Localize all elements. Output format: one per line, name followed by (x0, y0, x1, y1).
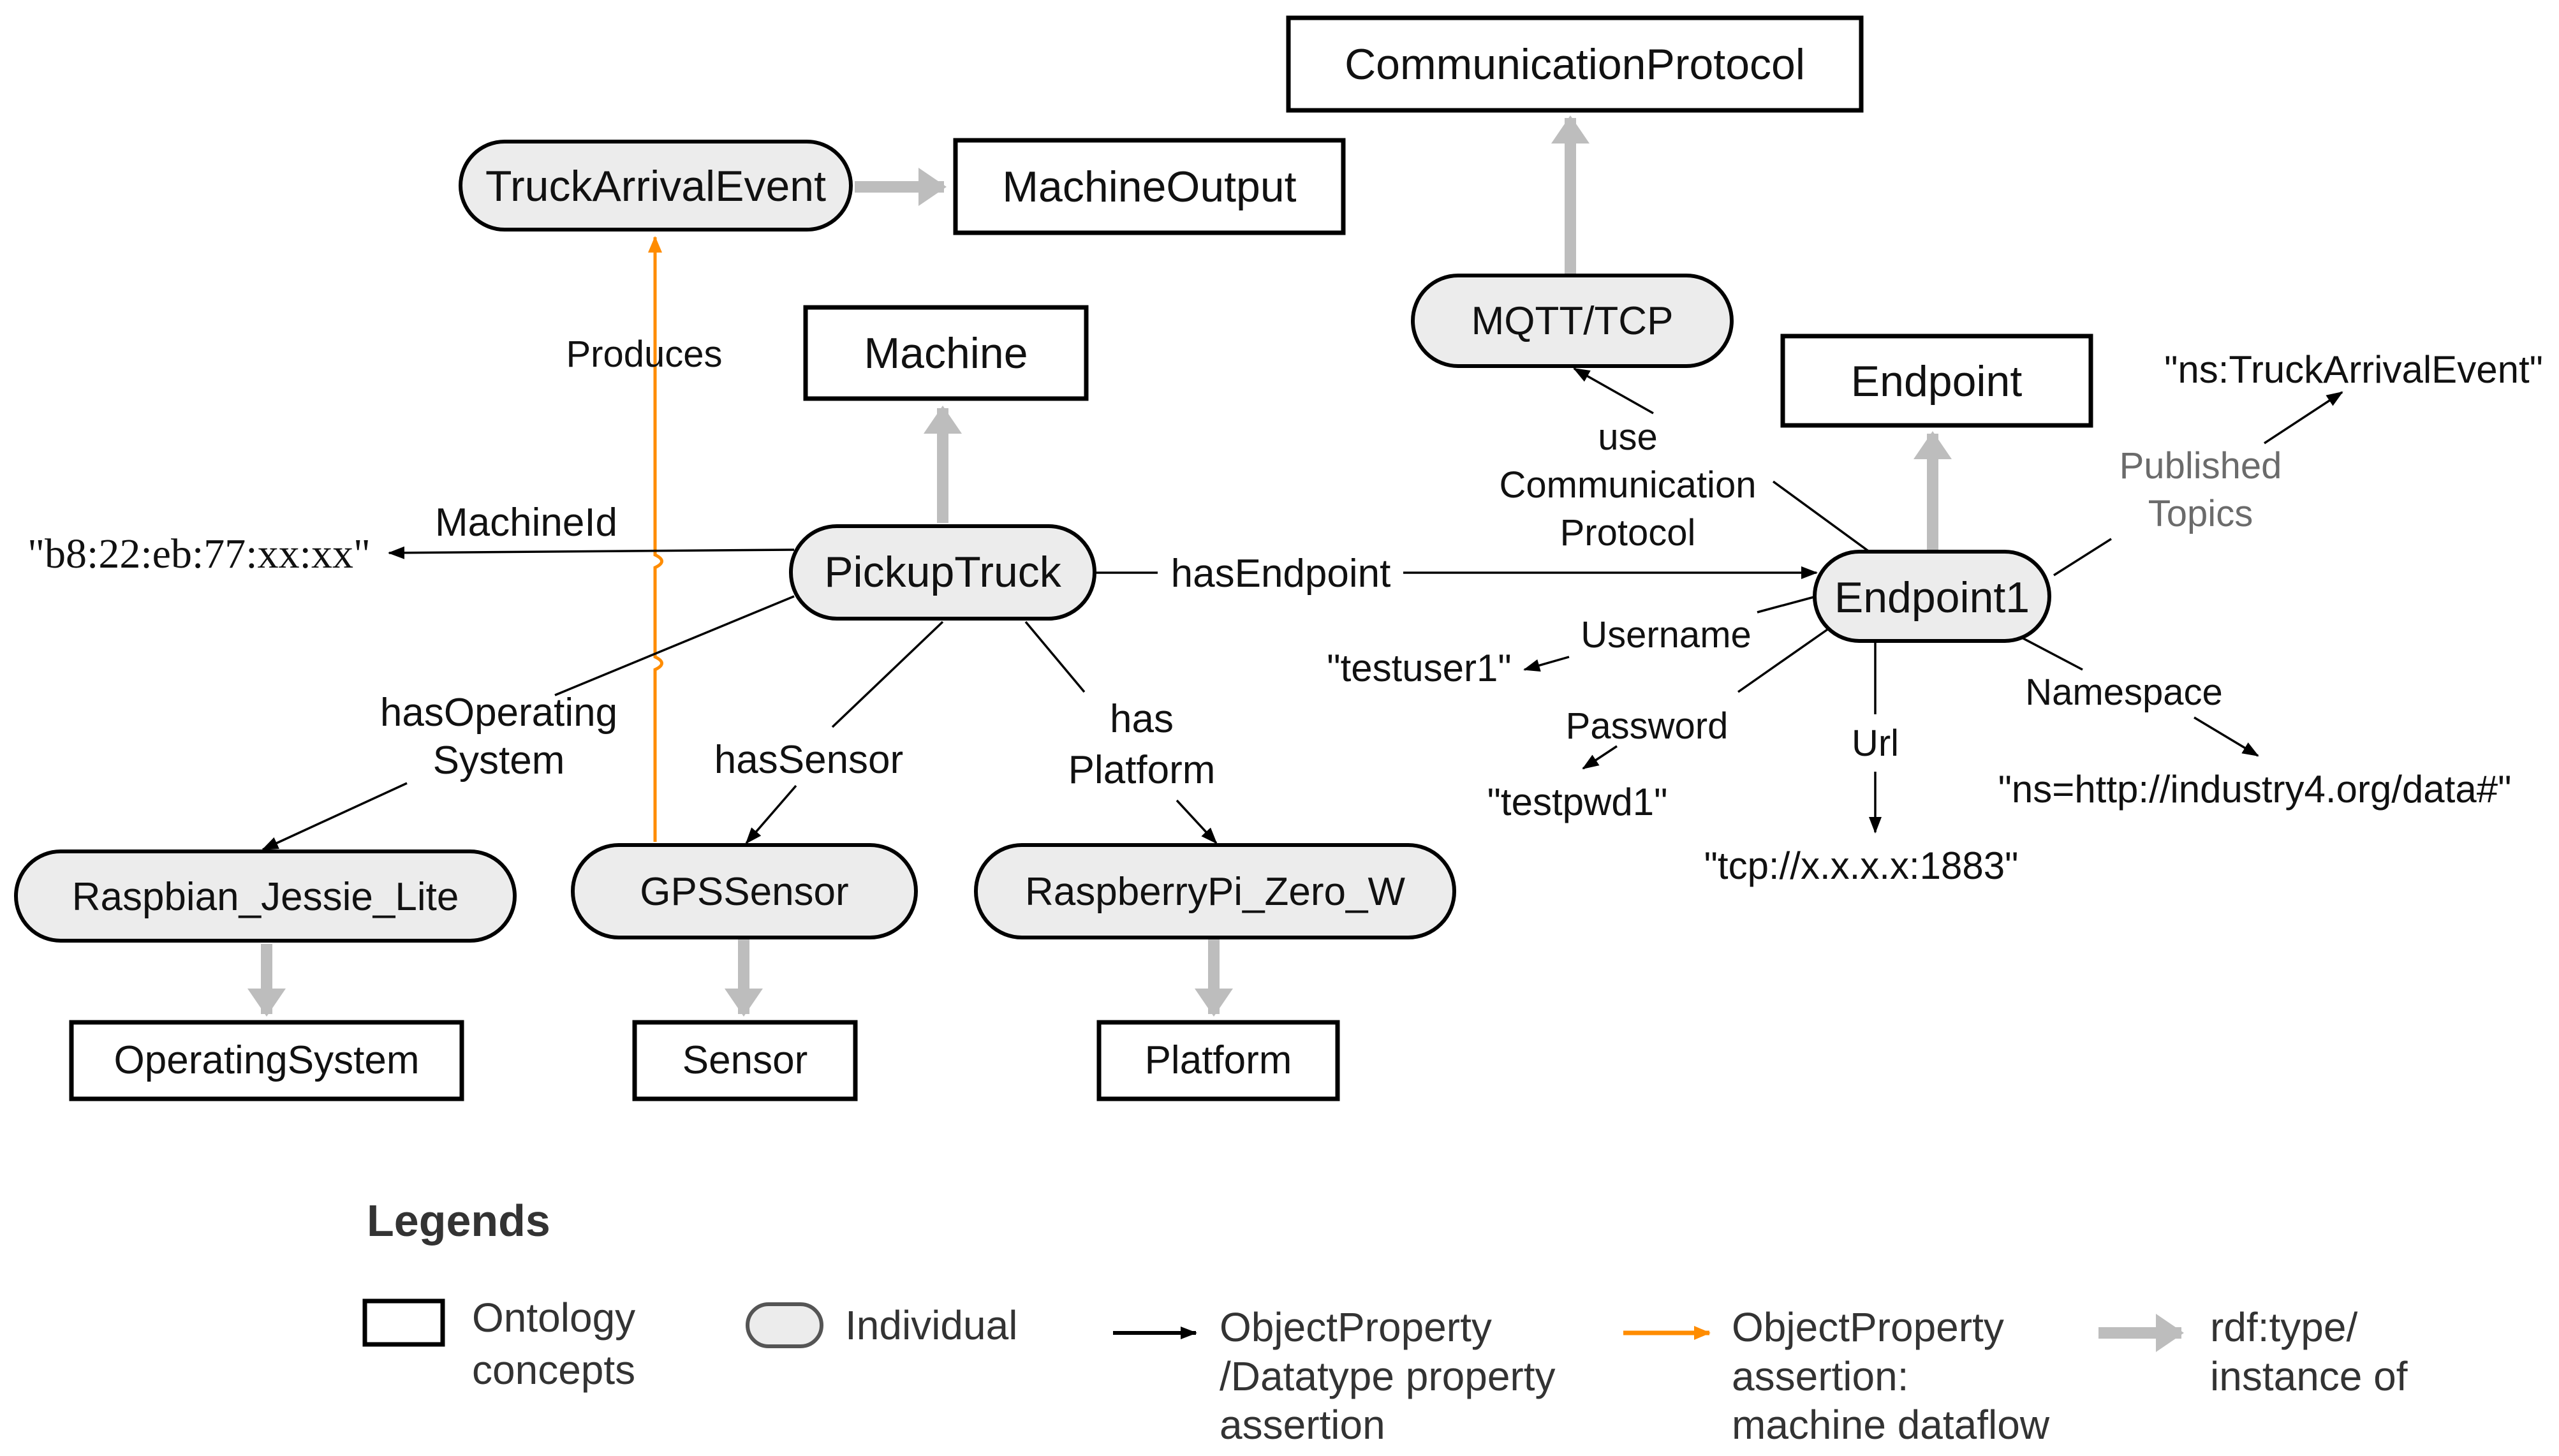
individual-raspbian: Raspbian_Jessie_Lite (72, 875, 459, 919)
label-hasplatform-1: has (1110, 697, 1174, 741)
legend-objectprop-2: /Datatype property (1220, 1353, 1556, 1399)
hassensor-line-a (831, 621, 944, 728)
concept-platform-box (1096, 1020, 1340, 1101)
individual-raspberrypi-shape (974, 843, 1456, 939)
hasos-line-a (554, 595, 795, 696)
label-password: Password (1566, 705, 1729, 747)
legend-concepts-1: Ontology (472, 1295, 635, 1341)
legend-individual-swatch (746, 1302, 823, 1348)
legend-concept-swatch (362, 1298, 445, 1347)
label-namespace: Namespace (2025, 672, 2222, 713)
edge-labels: Produces MachineId hasEndpoint use Commu… (380, 334, 2282, 792)
literal-namespace: "ns=http://industry4.org/data#" (1998, 768, 2512, 811)
concept-machineoutput: MachineOutput (1002, 163, 1296, 211)
literal-password: "testpwd1" (1487, 781, 1668, 823)
username-line-b (1523, 656, 1570, 672)
concept-operatingsystem: OperatingSystem (114, 1038, 420, 1082)
legend-rdftype-2: instance of (2210, 1353, 2408, 1399)
individuals: TruckArrivalEvent MQTT/TCP PickupTruck E… (14, 140, 2051, 943)
concept-sensor: Sensor (682, 1038, 808, 1082)
concept-communicationprotocol-box (1286, 15, 1864, 113)
label-usecomm-2: Communication (1500, 464, 1757, 506)
individual-gpssensor: GPSSensor (640, 870, 848, 914)
individual-pickuptruck: PickupTruck (824, 548, 1062, 596)
legend-rdftype-1: rdf:type/ (2210, 1304, 2357, 1350)
individual-mqtt-shape (1411, 274, 1734, 368)
type-arrows (247, 115, 1952, 1017)
label-publishedtopics-1: Published (2120, 445, 2282, 487)
concept-operatingsystem-box (69, 1020, 464, 1101)
property-lines (262, 367, 2343, 851)
label-hassensor: hasSensor (714, 738, 903, 782)
legend-concepts-2: concepts (472, 1347, 635, 1393)
label-hasplatform-2: Platform (1068, 748, 1216, 792)
namespace-line-a (2021, 636, 2083, 671)
namespace-line-b (2194, 716, 2259, 757)
hasos-line-b (262, 782, 408, 851)
concept-boxes: CommunicationProtocol MachineOutput Mach… (69, 15, 2093, 1101)
individual-endpoint1: Endpoint1 (1834, 573, 2030, 622)
legend-individual: Individual (845, 1302, 1017, 1348)
literal-url: "tcp://x.x.x.x:1883" (1704, 844, 2019, 887)
concept-machine-box (803, 305, 1089, 401)
literal-topic: "ns:TruckArrivalEvent" (2164, 348, 2543, 391)
legend-dataflow-3: machine dataflow (1732, 1402, 2050, 1448)
label-hasendpoint: hasEndpoint (1171, 552, 1391, 596)
legend: Legends Ontology concepts Individual Obj… (362, 1196, 2408, 1448)
hasplatform-line-b (1176, 799, 1218, 844)
hasplatform-line-a (1024, 621, 1086, 693)
label-hasos-2: System (433, 739, 565, 783)
concept-endpoint: Endpoint (1851, 357, 2023, 406)
label-publishedtopics-2: Topics (2148, 493, 2253, 534)
individual-raspbian-shape (14, 849, 517, 943)
label-usecomm-3: Protocol (1560, 512, 1696, 554)
label-hasos-1: hasOperating (380, 691, 617, 735)
topics-line-b (2264, 391, 2343, 445)
label-machineid: MachineId (435, 501, 617, 545)
topics-line-a (2053, 538, 2112, 577)
produces-line (648, 236, 663, 842)
concept-platform: Platform (1145, 1038, 1292, 1082)
label-username: Username (1581, 614, 1751, 656)
individual-gpssensor-shape (571, 843, 918, 939)
individual-endpoint1-shape (1813, 550, 2051, 643)
individual-mqtt: MQTT/TCP (1471, 299, 1674, 343)
username-line-a (1757, 595, 1817, 614)
literal-machineid: "b8:22:eb:77:xx:xx" (27, 531, 371, 577)
usecomm-line-a (1772, 480, 1871, 554)
legend-dataflow-1: ObjectProperty (1732, 1304, 2004, 1350)
literal-values: "b8:22:eb:77:xx:xx" "testuser1" "testpwd… (27, 348, 2543, 887)
concept-machineoutput-box (953, 138, 1346, 235)
machineid-line (388, 546, 795, 559)
concept-communicationprotocol: CommunicationProtocol (1345, 40, 1805, 89)
concept-machine: Machine (864, 329, 1028, 378)
individual-raspberrypi: RaspberryPi_Zero_W (1025, 870, 1406, 914)
legend-objectprop-3: assertion (1220, 1402, 1385, 1448)
individual-truckarrivalevent: TruckArrivalEvent (485, 162, 826, 210)
individual-truckarrivalevent-shape (459, 140, 853, 232)
password-line-a (1737, 627, 1831, 693)
usecomm-line-b (1573, 367, 1654, 415)
literal-username: "testuser1" (1327, 647, 1511, 689)
password-line-b (1582, 745, 1618, 770)
individual-pickuptruck-shape (789, 524, 1096, 621)
legend-title: Legends (367, 1196, 550, 1246)
label-url: Url (1852, 723, 1899, 764)
hassensor-line-b (745, 784, 797, 844)
produces-edge (648, 236, 663, 842)
legend-dataflow-2: assertion: (1732, 1353, 1908, 1399)
legend-objectprop-1: ObjectProperty (1220, 1304, 1492, 1350)
concept-endpoint-box (1780, 334, 2093, 428)
concept-sensor-box (632, 1020, 858, 1101)
label-produces: Produces (566, 334, 722, 375)
label-usecomm-1: use (1598, 416, 1658, 458)
